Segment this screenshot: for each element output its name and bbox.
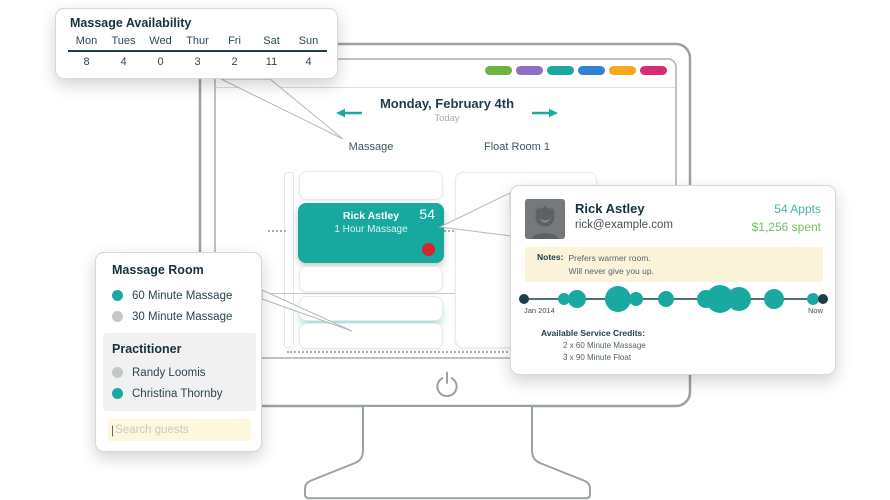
empty-slot[interactable] bbox=[299, 171, 443, 200]
filter-option-label: Christina Thornby bbox=[132, 387, 223, 400]
availability-cell: Mon bbox=[75, 35, 98, 47]
availability-value-row: 8 4 0 3 2 11 4 bbox=[68, 56, 327, 68]
timeline-end-label: Now bbox=[807, 306, 823, 315]
availability-cell: 3 bbox=[194, 56, 201, 68]
availability-cell: 4 bbox=[120, 56, 127, 68]
service-credits-title: Available Service Credits: bbox=[541, 328, 646, 338]
empty-slot-highlighted[interactable] bbox=[299, 296, 443, 321]
service-credits-list: 2 x 60 Minute Massage 3 x 90 Minute Float bbox=[563, 340, 646, 365]
column-header-float-room: Float Room 1 bbox=[483, 141, 551, 153]
guest-total-spent: $1,256 spent bbox=[751, 220, 821, 234]
line: Prefers warmer room. bbox=[568, 253, 651, 263]
availability-cell: 4 bbox=[305, 56, 312, 68]
timeline-start-label: Jan 2014 bbox=[524, 306, 555, 315]
filter-option[interactable]: Christina Thornby bbox=[112, 383, 256, 404]
next-day-arrow[interactable] bbox=[532, 108, 558, 118]
guest-avatar bbox=[525, 199, 565, 239]
timeline-visit-dot bbox=[568, 290, 586, 308]
timeline-visit-dot bbox=[818, 294, 828, 304]
timeline-visit-dot bbox=[807, 293, 819, 305]
filter-option-label: 60 Minute Massage bbox=[132, 289, 233, 302]
power-button-icon bbox=[436, 371, 458, 398]
date-header: Monday, February 4th Today bbox=[347, 96, 547, 124]
credit: 2 x 60 Minute Massage bbox=[563, 341, 646, 350]
color-pill-icon bbox=[516, 66, 543, 75]
service-options: 60 Minute Massage 30 Minute Massage bbox=[112, 285, 232, 327]
color-pill-icon bbox=[609, 66, 636, 75]
color-pill-icon bbox=[578, 66, 605, 75]
color-pill-icon bbox=[547, 66, 574, 75]
room-title: Massage Room bbox=[112, 263, 204, 277]
filter-option[interactable]: Randy Loomis bbox=[112, 362, 256, 383]
status-dot-icon bbox=[112, 388, 123, 399]
room-filter-card: Massage Room 60 Minute Massage 30 Minute … bbox=[95, 252, 262, 452]
date-title: Monday, February 4th bbox=[379, 96, 515, 111]
timeline-visit-dot bbox=[658, 291, 674, 307]
guest-detail-popover: Rick Astley rick@example.com 54 Appts $1… bbox=[510, 185, 836, 375]
availability-cell: Thur bbox=[186, 35, 209, 47]
filter-option[interactable]: 30 Minute Massage bbox=[112, 306, 232, 327]
guest-appointment-count: 54 Appts bbox=[774, 202, 821, 216]
timeline-visit-dot bbox=[519, 294, 529, 304]
notes-text: Prefers warmer room. Will never give you … bbox=[568, 252, 654, 282]
guest-email: rick@example.com bbox=[575, 219, 673, 231]
timeline-visit-dot bbox=[706, 285, 734, 313]
guest-notes: Notes: Prefers warmer room. Will never gi… bbox=[525, 247, 823, 282]
search-placeholder: Search guests bbox=[115, 424, 189, 436]
timeline-visit-dot bbox=[605, 286, 631, 312]
search-guests-input[interactable]: | Search guests bbox=[108, 419, 251, 441]
availability-day-row: Mon Tues Wed Thur Fri Sat Sun bbox=[68, 35, 327, 52]
availability-cell: 8 bbox=[83, 56, 90, 68]
status-dot-icon bbox=[112, 311, 123, 322]
service-color-pills bbox=[485, 66, 667, 75]
empty-slot[interactable] bbox=[299, 323, 443, 349]
color-pill-icon bbox=[640, 66, 667, 75]
topbar-divider bbox=[216, 87, 675, 88]
timeline-visit-dot bbox=[629, 292, 643, 306]
availability-cell: Sun bbox=[298, 35, 319, 47]
availability-cell: Sat bbox=[263, 35, 280, 47]
availability-card: Massage Availability Mon Tues Wed Thur Fri Sa… bbox=[55, 8, 338, 79]
availability-cell: Tues bbox=[111, 35, 136, 47]
status-dot-icon bbox=[112, 290, 123, 301]
empty-slot[interactable] bbox=[299, 266, 443, 292]
avatar-face-icon bbox=[525, 199, 565, 239]
schedule-divider-line bbox=[265, 293, 467, 294]
availability-cell: 2 bbox=[231, 56, 238, 68]
timeline-visit-dot bbox=[764, 289, 784, 309]
appointment-service: 1 Hour Massage bbox=[334, 224, 408, 235]
availability-cell: 11 bbox=[265, 56, 278, 68]
alert-dot-icon bbox=[422, 243, 435, 256]
availability-cell: Wed bbox=[149, 35, 172, 47]
monitor-stand bbox=[304, 407, 591, 500]
dotted-guide-left bbox=[268, 230, 286, 232]
notes-label: Notes: bbox=[537, 252, 564, 262]
guest-name: Rick Astley bbox=[575, 201, 645, 216]
filter-option-label: 30 Minute Massage bbox=[132, 310, 233, 323]
column-header-massage: Massage bbox=[348, 141, 394, 153]
visit-history-timeline bbox=[519, 285, 828, 313]
clipped-column-edge bbox=[284, 172, 294, 348]
status-dot-icon bbox=[112, 367, 123, 378]
practitioner-title: Practitioner bbox=[112, 342, 182, 356]
credit: 3 x 90 Minute Float bbox=[563, 353, 632, 363]
filter-option[interactable]: 60 Minute Massage bbox=[112, 285, 232, 306]
appointment-card[interactable]: Rick Astley 54 1 Hour Massage bbox=[298, 203, 444, 263]
availability-cell: Fri bbox=[228, 35, 241, 47]
appointment-count-badge: 54 bbox=[419, 206, 435, 222]
filter-option-label: Randy Loomis bbox=[132, 366, 206, 379]
color-pill-icon bbox=[485, 66, 512, 75]
availability-title: Massage Availability bbox=[70, 16, 192, 30]
availability-cell: 0 bbox=[157, 56, 164, 68]
timeline-visit-dot bbox=[727, 287, 751, 311]
text-cursor: | bbox=[111, 423, 115, 437]
line: Will never give you up. bbox=[568, 265, 654, 276]
date-subtitle: Today bbox=[434, 113, 460, 124]
